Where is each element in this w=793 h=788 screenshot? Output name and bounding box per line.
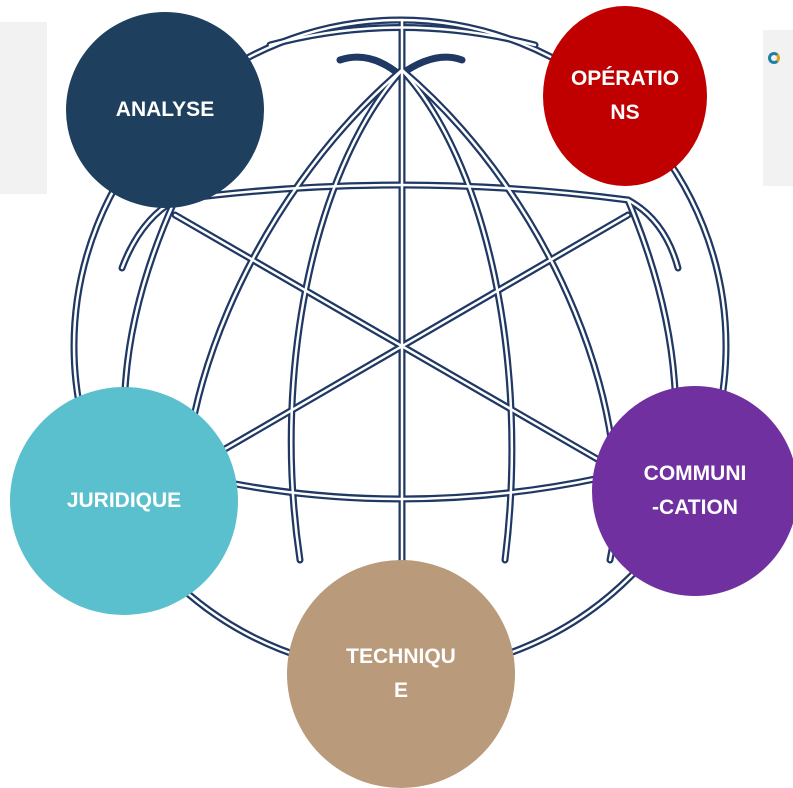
logo-fragment-icon xyxy=(768,52,780,64)
node-communication: COMMUNI -CATION xyxy=(592,386,793,596)
node-communication-label: COMMUNI -CATION xyxy=(643,462,747,519)
node-operations-label: OPÉRATIO NS xyxy=(570,67,680,124)
node-juridique-label: JURIDIQUE xyxy=(66,489,182,512)
background-panel-left xyxy=(0,22,47,194)
background-panel-right xyxy=(763,30,793,186)
node-analyse: ANALYSE xyxy=(66,12,264,208)
node-technique-label: TECHNIQU E xyxy=(346,645,456,702)
node-operations: OPÉRATIO NS xyxy=(543,6,707,186)
top-loop xyxy=(336,53,466,80)
node-analyse-label: ANALYSE xyxy=(115,98,215,121)
node-juridique: JURIDIQUE xyxy=(10,387,238,615)
side-arc-right xyxy=(624,196,679,394)
node-technique: TECHNIQU E xyxy=(287,560,515,788)
side-arc-left xyxy=(121,196,179,394)
